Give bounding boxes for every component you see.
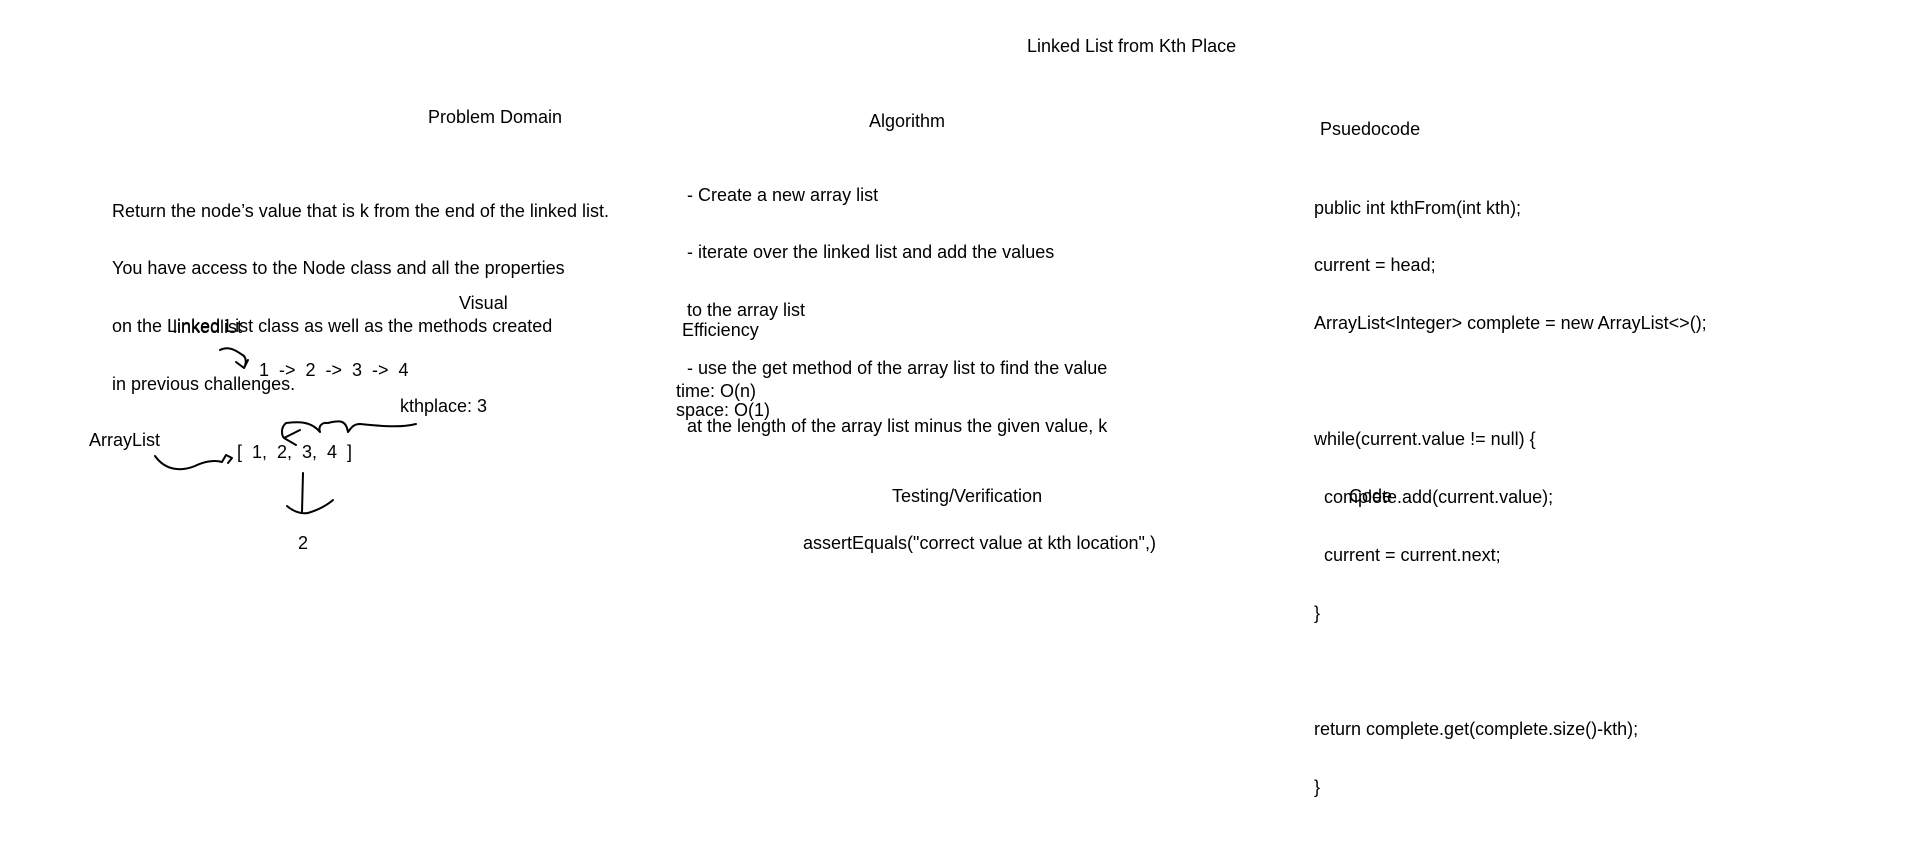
algorithm-heading: Algorithm xyxy=(869,111,946,131)
problem-domain-heading: Problem Domain xyxy=(428,107,563,127)
kthplace-label: kthplace: 3 xyxy=(400,396,488,416)
algorithm-line: - Create a new array list xyxy=(687,184,879,205)
algorithm-line: - iterate over the linked list and add t… xyxy=(687,242,1055,263)
efficiency-heading: Efficiency xyxy=(682,320,759,340)
problem-domain-line: Return the node’s value that is k from t… xyxy=(112,200,609,221)
algorithm-line: to the array list xyxy=(687,300,806,321)
efficiency-time: time: O(n) xyxy=(676,381,757,401)
result-value: 2 xyxy=(298,533,309,553)
code-heading: Code xyxy=(1349,486,1393,506)
pseudocode-line: complete.add(current.value); xyxy=(1314,487,1554,508)
pseudocode-line: current = head; xyxy=(1314,255,1436,276)
testing-heading: Testing/Verification xyxy=(892,486,1043,506)
arraylist-arrow xyxy=(154,454,233,471)
problem-domain-line: on the Linked List class as well as the … xyxy=(112,316,553,337)
pseudocode-heading: Psuedocode xyxy=(1320,119,1421,139)
pseudocode-line: while(current.value != null) { xyxy=(1314,429,1536,450)
arraylist-label: ArrayList xyxy=(89,430,161,450)
pseudocode-text: public int kthFrom(int kth); current = h… xyxy=(1314,160,1707,816)
problem-domain-text: Return the node’s value that is k from t… xyxy=(112,163,609,414)
arraylist-values: [ 1, 2, 3, 4 ] xyxy=(237,442,353,462)
pseudocode-line: } xyxy=(1314,602,1321,623)
algorithm-text: - Create a new array list - iterate over… xyxy=(687,147,1107,456)
pseudocode-line: ​ xyxy=(1314,662,1707,681)
algorithm-line: - use the get method of the array list t… xyxy=(687,358,1108,379)
pseudocode-line: ​ xyxy=(1314,372,1707,391)
efficiency-space: space: O(1) xyxy=(676,400,771,420)
result-arrow xyxy=(286,472,334,515)
pseudocode-line: ArrayList<Integer> complete = new ArrayL… xyxy=(1314,313,1707,334)
pseudocode-line: current = current.next; xyxy=(1314,544,1501,565)
pseudocode-line: return complete.get(complete.size()-kth)… xyxy=(1314,718,1639,739)
pseudocode-line: } xyxy=(1314,776,1321,797)
page-title: Linked List from Kth Place xyxy=(1027,36,1237,56)
problem-domain-line: You have access to the Node class and al… xyxy=(112,258,565,279)
linkedlist-nodes: 1 -> 2 -> 3 -> 4 xyxy=(259,360,409,380)
linkedlist-label: linkedlist xyxy=(173,317,243,337)
pseudocode-line: public int kthFrom(int kth); xyxy=(1314,197,1522,218)
testing-assertion: assertEquals("correct value at kth locat… xyxy=(803,533,1156,553)
algorithm-line: at the length of the array list minus th… xyxy=(687,416,1108,437)
problem-domain-line: in previous challenges. xyxy=(112,374,296,395)
visual-heading: Visual xyxy=(459,293,508,313)
